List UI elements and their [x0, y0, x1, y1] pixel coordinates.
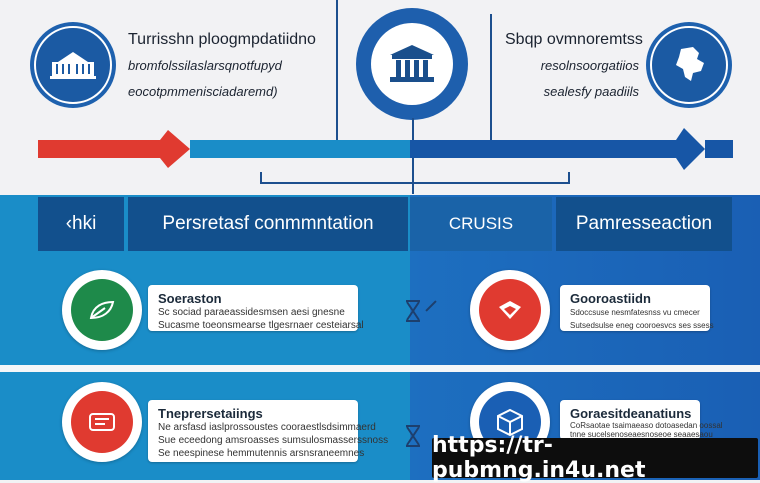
card-soeraston: Soeraston Sc sociad paraeassidesmsen aes… [148, 285, 364, 331]
top-center-circle [356, 8, 468, 120]
card3-title: Tneprersetaiings [158, 406, 263, 421]
card4-line-2: tnne sucelsenoseaesnoseoe seaaesaou [570, 430, 713, 439]
tab-persretasf-conmmntation[interactable]: Persretasf conmmntation [128, 197, 408, 251]
hourglass-icon-2 [406, 425, 420, 447]
top-left-circle [30, 22, 116, 108]
card2-node-inner [479, 279, 541, 341]
tab-hki-label: ‹hki [65, 213, 97, 234]
card-goraesitdeanatiuns: Goraesitdeanatiuns CoRsaotae tsaimaeaso … [560, 400, 723, 440]
blue-arrow [620, 128, 705, 170]
card3-line-2: Sue eceedong amsroasses sumsulosmasserss… [158, 435, 389, 446]
top-left-ring [34, 26, 112, 104]
watermark-text: https://tr-pubmng.in4u.net [432, 433, 646, 483]
card3-node-inner [71, 391, 133, 453]
header-left-text: Turrisshn ploogmpdatiidno bromfolssilasl… [128, 30, 316, 102]
header-right-line-3: sealesfy paadiils [543, 84, 639, 99]
top-right-ring [650, 26, 728, 104]
card2-line-2: Sutsedsulse eneg cooroesvcs ses ssess [570, 321, 714, 330]
tab-persretasf-label: Persretasf conmmntation [162, 213, 374, 234]
cube-icon [497, 408, 523, 437]
card-gooroastiidn: Gooroastiidn Sdoccsuse nesmfatesnss vu c… [560, 285, 714, 331]
header-left-line-2: bromfolssilaslarsqnotfupyd [128, 58, 282, 73]
hourglass-icon [406, 300, 420, 322]
bracket-right [412, 172, 570, 184]
shield-icon [499, 301, 521, 319]
watermark-url: https://tr-pubmng.in4u.net [432, 433, 758, 483]
card2-line-1: Sdoccsuse nesmfatesnss vu cmecer [570, 308, 700, 317]
map-icon [676, 47, 704, 81]
header-left-line-1: Turrisshn ploogmpdatiidno [128, 31, 316, 48]
card1-line-1: Sc sociad paraeassidesmsen aesi gnesne [158, 307, 345, 318]
tab-hki[interactable]: ‹hki [38, 197, 124, 251]
timeline-bar-dark [410, 140, 620, 158]
card3-node [62, 382, 142, 462]
card4-title: Goraesitdeanatiuns [570, 406, 692, 421]
card3-line-1: Ne arsfasd iaslprossoustes cooraestlsdsi… [158, 422, 376, 433]
header-left-line-3: eocotpmmenisciadaremd) [128, 84, 278, 99]
timeline-arrows [38, 128, 733, 170]
card2-title: Gooroastiidn [570, 291, 651, 306]
blue-arrow-tail [705, 140, 733, 158]
card1-line-2: Sucasme toeonsmearse tlgesrnaer cesteiar… [158, 320, 364, 331]
header-right-line-1: Sbqp ovmnoremtss [505, 31, 643, 48]
top-right-circle [646, 22, 732, 108]
tab-pamresseaction-label: Pamresseaction [575, 213, 713, 234]
document-icon [89, 413, 115, 431]
header-right-text: Sbqp ovmnoremtss resolnsoorgatiios seale… [505, 30, 643, 102]
tab-crusis[interactable]: CRUSIS [410, 197, 552, 251]
leaf-icon [89, 300, 115, 320]
tab-crusis-label: CRUSIS [448, 214, 514, 233]
bracket-left [260, 172, 414, 184]
top-center-ring [371, 23, 453, 105]
card1-node-inner [71, 279, 133, 341]
tab-pamresseaction[interactable]: Pamresseaction [556, 197, 732, 251]
capitol-building-icon [50, 52, 96, 79]
connector-right [490, 14, 492, 158]
connector-left [336, 0, 338, 158]
card3-line-3: Se neespinese hemmutennis arsnsraneemnes [158, 448, 365, 459]
card1-title: Soeraston [158, 291, 222, 306]
card-tneprersetaiings: Tneprersetaiings Ne arsfasd iaslprossous… [148, 400, 389, 462]
row-divider [0, 365, 760, 372]
card2-node [470, 270, 550, 350]
timeline-bar-light [190, 140, 410, 158]
red-arrow [38, 130, 190, 168]
card4-line-1: CoRsaotae tsaimaeaso dotoasedan oossal [570, 421, 723, 430]
government-building-icon [390, 45, 434, 82]
card1-node [62, 270, 142, 350]
header-right-line-2: resolnsoorgatiios [540, 58, 639, 73]
